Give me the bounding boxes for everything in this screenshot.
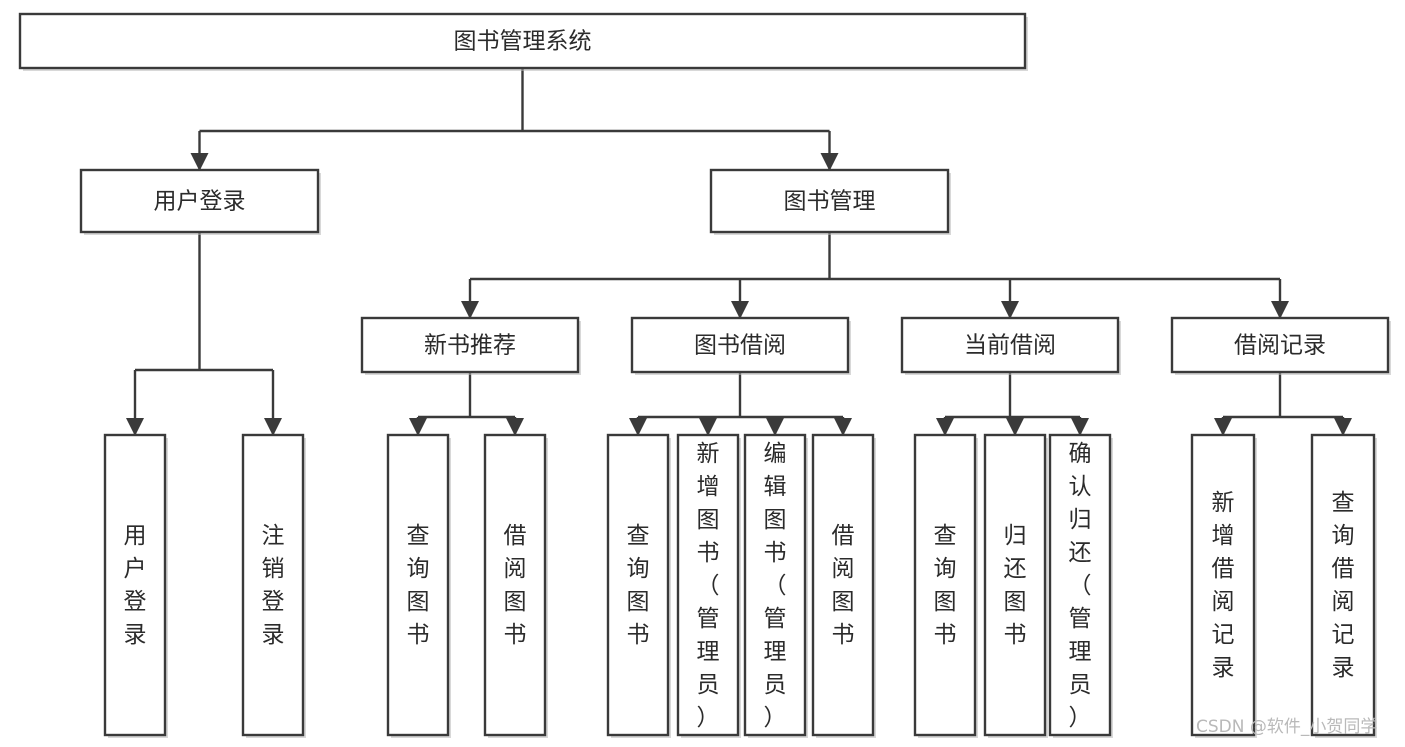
arrow-head-icon (766, 418, 784, 436)
node-label: 用户登录 (154, 189, 246, 215)
node-rect[interactable] (983, 433, 1047, 737)
node-new-book-recommend[interactable]: 新书推荐 (360, 316, 581, 375)
arrow-head-icon (820, 153, 839, 171)
node-leaf-borrow-add-book[interactable]: 新增图书（管理员） (676, 433, 741, 738)
node-rect[interactable] (483, 433, 547, 737)
arrow-head-icon (126, 418, 144, 436)
node-leaf-rec-add-record[interactable]: 新增借阅记录 (1190, 433, 1257, 738)
node-label: 借阅图书 (832, 523, 855, 648)
node-rect[interactable] (811, 433, 875, 737)
arrow-head-icon (1271, 301, 1289, 319)
node-label: 归还图书 (1004, 523, 1027, 648)
node-rect[interactable] (630, 316, 850, 374)
node-leaf-rec-query-record[interactable]: 查询借阅记录 (1310, 433, 1377, 738)
edges-from-book-manage (461, 232, 1289, 319)
arrow-head-icon (699, 418, 717, 436)
arrow-head-icon (1214, 418, 1232, 436)
arrow-head-icon (731, 301, 749, 319)
arrow-head-icon (834, 418, 852, 436)
arrow-head-icon (190, 153, 209, 171)
node-label: 图书借阅 (694, 333, 786, 359)
node-leaf-user-logout[interactable]: 注销登录 (241, 433, 306, 738)
node-leaf-cur-query-book[interactable]: 查询图书 (913, 433, 978, 738)
arrow-head-icon (1334, 418, 1352, 436)
edges-from-root (190, 68, 839, 171)
node-label: 查询图书 (627, 523, 650, 648)
node-rect[interactable] (1048, 433, 1112, 737)
arrow-head-icon (461, 301, 479, 319)
node-user-login[interactable]: 用户登录 (79, 168, 321, 235)
node-leaf-user-login[interactable]: 用户登录 (103, 433, 168, 738)
node-rect[interactable] (360, 316, 580, 374)
node-label: 图书管理 (784, 189, 876, 215)
node-leaf-borrow-query-book[interactable]: 查询图书 (606, 433, 671, 738)
node-label: 借阅记录 (1234, 333, 1326, 359)
node-rect[interactable] (1190, 433, 1256, 737)
node-rect[interactable] (1310, 433, 1376, 737)
node-leaf-rec-query-book[interactable]: 查询图书 (386, 433, 451, 738)
edges-from-current-borrow (936, 372, 1089, 436)
node-label: 查询借阅记录 (1332, 490, 1355, 681)
edges-from-new-book-recommend (409, 372, 524, 436)
node-root[interactable]: 图书管理系统 (18, 12, 1028, 71)
connector-layer (126, 68, 1352, 436)
node-borrow-record[interactable]: 借阅记录 (1170, 316, 1391, 375)
arrow-head-icon (1001, 301, 1019, 319)
arrow-head-icon (1006, 418, 1024, 436)
node-book-borrow[interactable]: 图书借阅 (630, 316, 851, 375)
node-rect[interactable] (241, 433, 305, 737)
node-leaf-cur-confirm-return[interactable]: 确认归还（管理员） (1048, 433, 1113, 738)
edges-from-user-login (126, 232, 282, 436)
node-rect[interactable] (606, 433, 670, 737)
node-leaf-borrow-lend-book[interactable]: 借阅图书 (811, 433, 876, 738)
arrow-head-icon (409, 418, 427, 436)
node-rect[interactable] (709, 168, 950, 234)
node-rect[interactable] (743, 433, 807, 737)
node-leaf-borrow-edit-book[interactable]: 编辑图书（管理员） (743, 433, 808, 738)
node-current-borrow[interactable]: 当前借阅 (900, 316, 1121, 375)
node-label: 图书管理系统 (454, 29, 592, 55)
node-rect[interactable] (676, 433, 740, 737)
arrow-head-icon (936, 418, 954, 436)
node-rect[interactable] (79, 168, 320, 234)
node-rect[interactable] (913, 433, 977, 737)
node-label: 用户登录 (124, 523, 147, 648)
arrow-head-icon (264, 418, 282, 436)
node-label: 查询图书 (934, 523, 957, 648)
arrow-head-icon (506, 418, 524, 436)
node-rect[interactable] (900, 316, 1120, 374)
node-label: 当前借阅 (964, 333, 1056, 359)
node-label: 编辑图书（管理员） (764, 441, 787, 731)
node-label: 注销登录 (262, 523, 285, 648)
node-leaf-cur-return-book[interactable]: 归还图书 (983, 433, 1048, 738)
node-layer: 图书管理系统用户登录图书管理新书推荐图书借阅当前借阅借阅记录用户登录注销登录查询… (18, 12, 1391, 738)
node-label: 借阅图书 (504, 523, 527, 648)
edges-from-book-borrow (629, 372, 852, 436)
node-leaf-rec-borrow-book[interactable]: 借阅图书 (483, 433, 548, 738)
csdn-watermark: CSDN @软件_小贺同学 (1196, 717, 1377, 737)
edges-from-borrow-record (1214, 372, 1352, 436)
node-label: 新增图书（管理员） (697, 441, 720, 731)
arrow-head-icon (629, 418, 647, 436)
node-label: 新增借阅记录 (1212, 490, 1235, 681)
node-rect[interactable] (1170, 316, 1390, 374)
node-rect[interactable] (386, 433, 450, 737)
node-label: 查询图书 (407, 523, 430, 648)
node-rect[interactable] (103, 433, 167, 737)
node-label: 确认归还（管理员） (1069, 441, 1092, 731)
node-label: 新书推荐 (424, 333, 516, 359)
node-rect[interactable] (18, 12, 1027, 70)
arrow-head-icon (1071, 418, 1089, 436)
node-book-manage[interactable]: 图书管理 (709, 168, 951, 235)
